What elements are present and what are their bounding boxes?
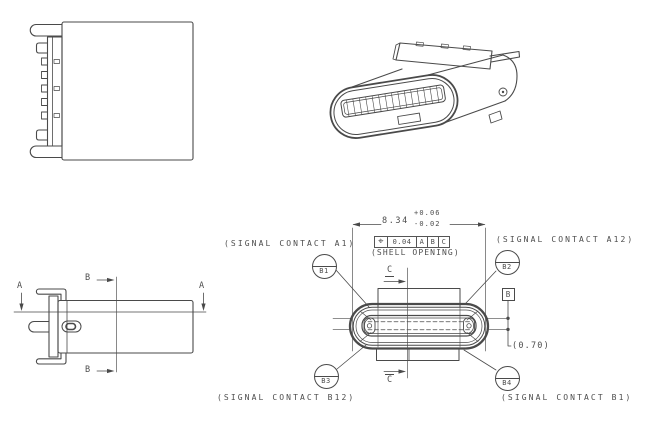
balloon-b1: B1 [311,253,337,279]
feature-control-frame: ⌖ 0.04 A B C [374,235,450,248]
section-c-letter-top: C [385,265,395,277]
dim-834-value: 8.34 [382,216,409,226]
balloon-b3-label: B3 [321,376,331,385]
balloon-divider [495,378,519,379]
datum-b-flag: B [501,288,515,301]
label-signal-contact-b12: (SIGNAL CONTACT B12) [217,393,356,402]
section-a-letter-left: A [17,281,23,291]
section-b-letter-top: B [85,273,91,283]
balloon-b2-label: B2 [502,262,512,271]
section-a-letter-right: A [199,281,205,291]
view-side-section [13,276,207,374]
label-signal-contact-b1: (SIGNAL CONTACT B1) [501,393,633,402]
balloon-b1-label: B1 [319,266,329,275]
position-tolerance-icon: ⌖ [374,235,388,248]
balloon-divider [312,266,336,267]
balloon-divider [314,376,338,377]
fcf-datum-c: C [439,235,450,248]
label-shell-opening: (SHELL OPENING) [371,248,460,257]
label-signal-contact-a1: (SIGNAL CONTACT A1) [224,239,356,248]
view-isometric [329,41,521,139]
section-c-letter-bottom: C [385,374,395,385]
balloon-b2: B2 [494,249,520,275]
balloon-divider [495,262,519,263]
section-b-letter-bottom: B [85,365,91,375]
view-front [332,222,512,379]
balloon-b3: B3 [313,363,339,389]
dim-070: (0.70) [512,341,550,351]
dim-834-tol-minus: -0.02 [414,219,441,228]
fcf-datum-a: A [417,235,428,248]
label-signal-contact-a12: (SIGNAL CONTACT A12) [496,235,635,244]
balloon-b4: B4 [494,365,520,391]
fcf-tolerance: 0.04 [388,235,417,248]
view-top-end [29,21,194,161]
fcf-datum-b: B [428,235,439,248]
dim-834-tol-plus: +0.06 [414,208,441,217]
balloon-b4-label: B4 [502,378,512,387]
